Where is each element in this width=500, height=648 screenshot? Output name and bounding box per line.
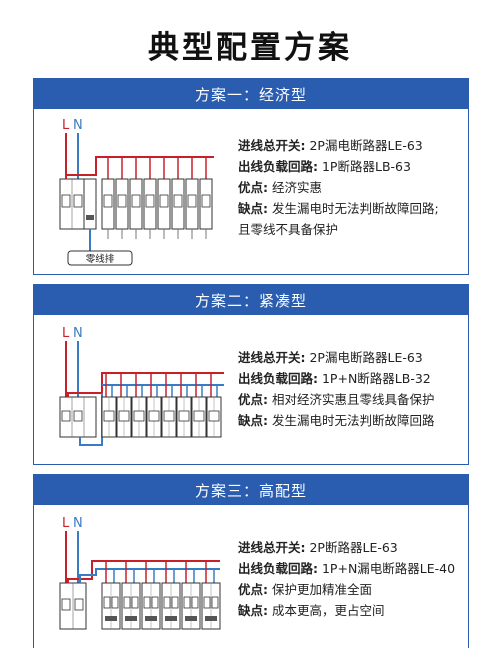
pros-label: 优点:	[238, 392, 268, 407]
pros-label: 优点:	[238, 582, 268, 597]
incoming-label: 进线总开关:	[238, 540, 306, 555]
branch-breaker	[206, 373, 222, 438]
cons-label: 缺点:	[238, 201, 268, 216]
outgoing-label: 出线负载回路:	[238, 371, 318, 386]
pros-value: 相对经济实惠且零线具备保护	[271, 392, 435, 407]
branch-breaker	[161, 373, 177, 438]
cons-value-continued: 且零线不具备保护	[238, 222, 339, 237]
cons-label: 缺点:	[238, 413, 268, 428]
wiring-diagram-economy: L N 零线排	[59, 118, 214, 266]
branch-breaker	[199, 157, 213, 239]
branch-breaker	[176, 373, 192, 438]
wire-label-n: N	[73, 516, 83, 531]
branch-breaker	[116, 373, 132, 438]
branch-breaker	[161, 561, 181, 630]
branch-breaker	[121, 561, 141, 630]
outgoing-value: 1P+N漏电断路器LE-40	[321, 561, 456, 576]
pros-value: 经济实惠	[271, 180, 322, 195]
branch-breaker	[101, 157, 115, 239]
branch-breaker	[157, 157, 171, 239]
page-title: 典型配置方案	[148, 30, 352, 66]
wiring-diagram-premium: L N	[59, 516, 221, 630]
branch-breaker	[129, 157, 143, 239]
incoming-value: 2P断路器LE-63	[309, 540, 398, 555]
branch-breaker	[143, 157, 157, 239]
scheme-details: 进线总开关: 2P断路器LE-63 出线负载回路: 1P+N漏电断路器LE-40…	[238, 537, 455, 621]
pros-value: 保护更加精准全面	[271, 582, 372, 597]
wiring-diagram-compact: L N	[59, 326, 224, 446]
scheme-panel-premium: 方案三：高配型 L N 进线总开关: 2P断路器LE-63 出线负载回路: 1P…	[33, 474, 469, 648]
branch-breaker	[201, 561, 221, 630]
cons-value: 发生漏电时无法判断故障回路	[271, 413, 435, 428]
branch-breaker	[115, 157, 129, 239]
neutral-bar-label: 零线排	[86, 253, 115, 265]
scheme-panel-compact: 方案二：紧凑型 L N 进线总开关: 2P漏电断路器LE-63 出线负载回路: …	[33, 284, 469, 465]
neutral-bar: 零线排	[67, 250, 133, 266]
outgoing-value: 1P断路器LB-63	[321, 159, 411, 174]
branch-breaker	[191, 373, 207, 438]
branch-breaker	[141, 561, 161, 630]
main-breaker	[59, 396, 97, 438]
incoming-label: 进线总开关:	[238, 138, 306, 153]
outgoing-value: 1P+N断路器LB-32	[321, 371, 431, 386]
cons-value: 成本更高，更占空间	[271, 603, 385, 618]
branch-breaker	[101, 561, 121, 630]
outgoing-label: 出线负载回路:	[238, 159, 318, 174]
branch-breaker	[181, 561, 201, 630]
wire-label-n: N	[73, 118, 83, 133]
branch-breaker	[101, 373, 117, 438]
branch-breaker	[146, 373, 162, 438]
scheme-details: 进线总开关: 2P漏电断路器LE-63 出线负载回路: 1P+N断路器LB-32…	[238, 347, 435, 431]
scheme-header: 方案三：高配型	[34, 475, 468, 505]
scheme-header: 方案二：紧凑型	[34, 285, 468, 315]
scheme-header: 方案一：经济型	[34, 79, 468, 109]
wire-label-l: L	[62, 516, 70, 531]
main-breaker	[59, 178, 97, 230]
cons-value: 发生漏电时无法判断故障回路;	[271, 201, 439, 216]
incoming-value: 2P漏电断路器LE-63	[309, 138, 423, 153]
main-breaker	[59, 582, 87, 630]
cons-label: 缺点:	[238, 603, 268, 618]
wire-label-n: N	[73, 326, 83, 341]
incoming-label: 进线总开关:	[238, 350, 306, 365]
pros-label: 优点:	[238, 180, 268, 195]
outgoing-label: 出线负载回路:	[238, 561, 318, 576]
branch-breaker	[171, 157, 185, 239]
branch-breaker	[131, 373, 147, 438]
wire-label-l: L	[62, 118, 70, 133]
branch-breaker	[185, 157, 199, 239]
scheme-details: 进线总开关: 2P漏电断路器LE-63 出线负载回路: 1P断路器LB-63 优…	[238, 135, 439, 240]
scheme-panel-economy: 方案一：经济型 L N 零线排 进线总开关: 2P漏电断路器LE-63 出线负载…	[33, 78, 469, 275]
incoming-value: 2P漏电断路器LE-63	[309, 350, 423, 365]
wire-label-l: L	[62, 326, 70, 341]
